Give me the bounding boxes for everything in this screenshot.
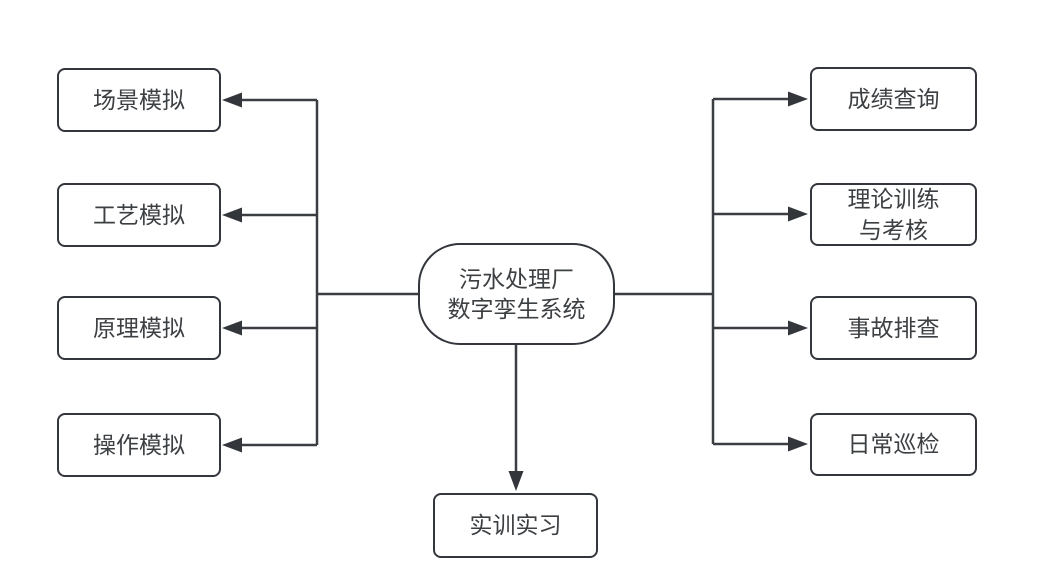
node-principle-simulation: 原理模拟 <box>57 296 221 360</box>
arrowhead-score-query <box>788 91 808 107</box>
arrowhead-operation-sim <box>222 437 242 453</box>
node-daily-inspection: 日常巡检 <box>810 413 977 476</box>
right-arrowheads <box>788 91 808 452</box>
bottom-connector <box>508 345 524 491</box>
node-practical-internship: 实训实习 <box>433 493 598 558</box>
right-connectors <box>615 97 789 446</box>
arrowhead-daily-inspection <box>788 436 808 452</box>
node-operation-simulation: 操作模拟 <box>57 413 221 477</box>
arrowhead-accident-check <box>788 320 808 336</box>
node-theory-training-assessment: 理论训练 与考核 <box>810 183 977 246</box>
arrowhead-theory-training <box>788 206 808 222</box>
node-process-simulation: 工艺模拟 <box>57 183 221 247</box>
arrowhead-internship <box>508 471 524 491</box>
arrowhead-process-sim <box>222 207 242 223</box>
node-center-digital-twin-system: 污水处理厂 数字孪生系统 <box>418 243 615 345</box>
node-accident-troubleshooting: 事故排查 <box>810 296 977 360</box>
arrowhead-scene-sim <box>222 92 242 108</box>
node-scene-simulation: 场景模拟 <box>57 68 221 132</box>
left-arrowheads <box>222 92 242 453</box>
arrowhead-principle-sim <box>222 320 242 336</box>
node-score-query: 成绩查询 <box>810 67 977 131</box>
left-connectors <box>241 98 418 447</box>
